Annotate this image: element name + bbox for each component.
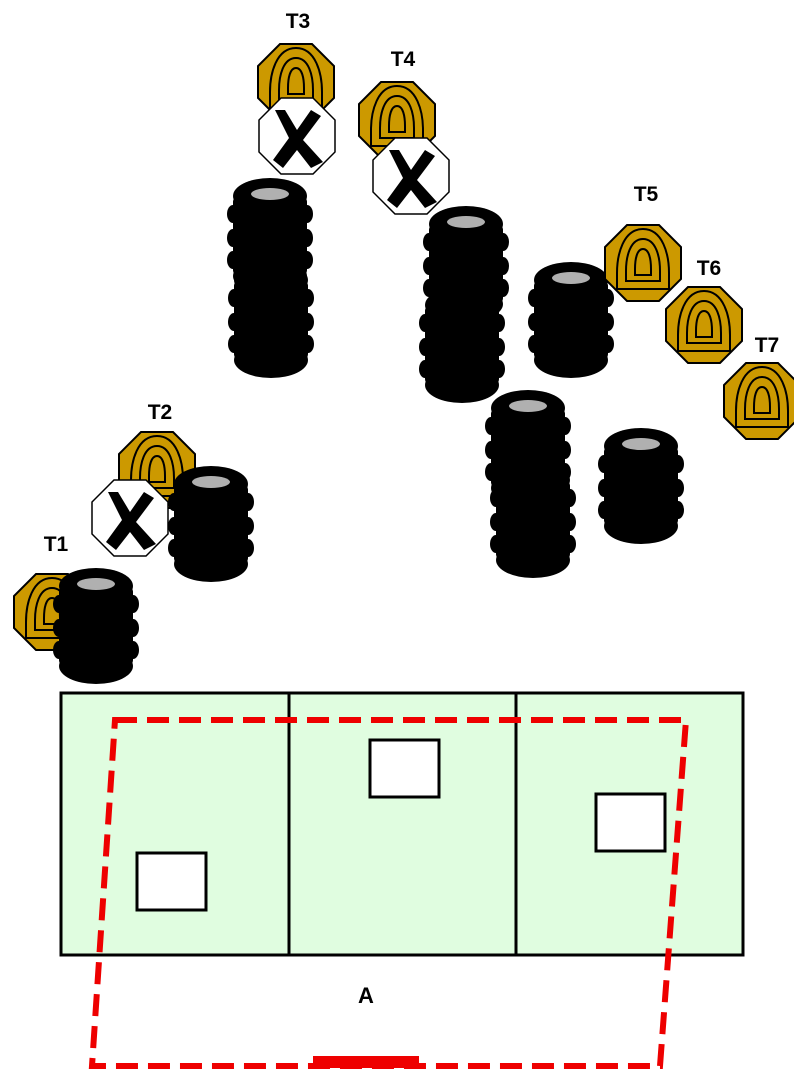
shooting-box-2 — [287, 691, 518, 957]
target-label-t3: T3 — [286, 10, 311, 33]
tire-stack-icon — [598, 428, 684, 544]
tire-stack-icon — [528, 262, 614, 378]
start-area-outline — [88, 717, 690, 1069]
shooting-boxes — [59, 691, 745, 957]
shooting-box-1 — [59, 691, 291, 957]
target-label-t1: T1 — [44, 533, 69, 556]
target-label-t6: T6 — [697, 257, 722, 280]
target-label-t4: T4 — [391, 48, 416, 71]
tire-stack-icon — [53, 568, 139, 684]
no-shoot-x-icon — [91, 479, 169, 557]
target-label-t7: T7 — [755, 334, 780, 357]
table-marker — [594, 792, 667, 853]
start-area-label: A — [358, 983, 374, 1008]
octagon-target-icon — [723, 362, 794, 440]
octagon-target-icon — [604, 224, 682, 302]
start-position-marker — [313, 1056, 419, 1068]
table-marker — [135, 851, 208, 912]
octagon-target-icon — [665, 286, 743, 364]
tire-stack-icon — [168, 466, 254, 582]
target-label-t2: T2 — [148, 401, 173, 424]
table-marker — [368, 738, 441, 799]
tire-stack-icon — [227, 178, 313, 294]
no-shoot-x-icon — [258, 97, 336, 175]
tire-stack-icon — [423, 206, 509, 322]
target-label-t5: T5 — [634, 183, 659, 206]
tire-stack-icon — [485, 390, 571, 506]
no-shoot-x-icon — [372, 137, 450, 215]
